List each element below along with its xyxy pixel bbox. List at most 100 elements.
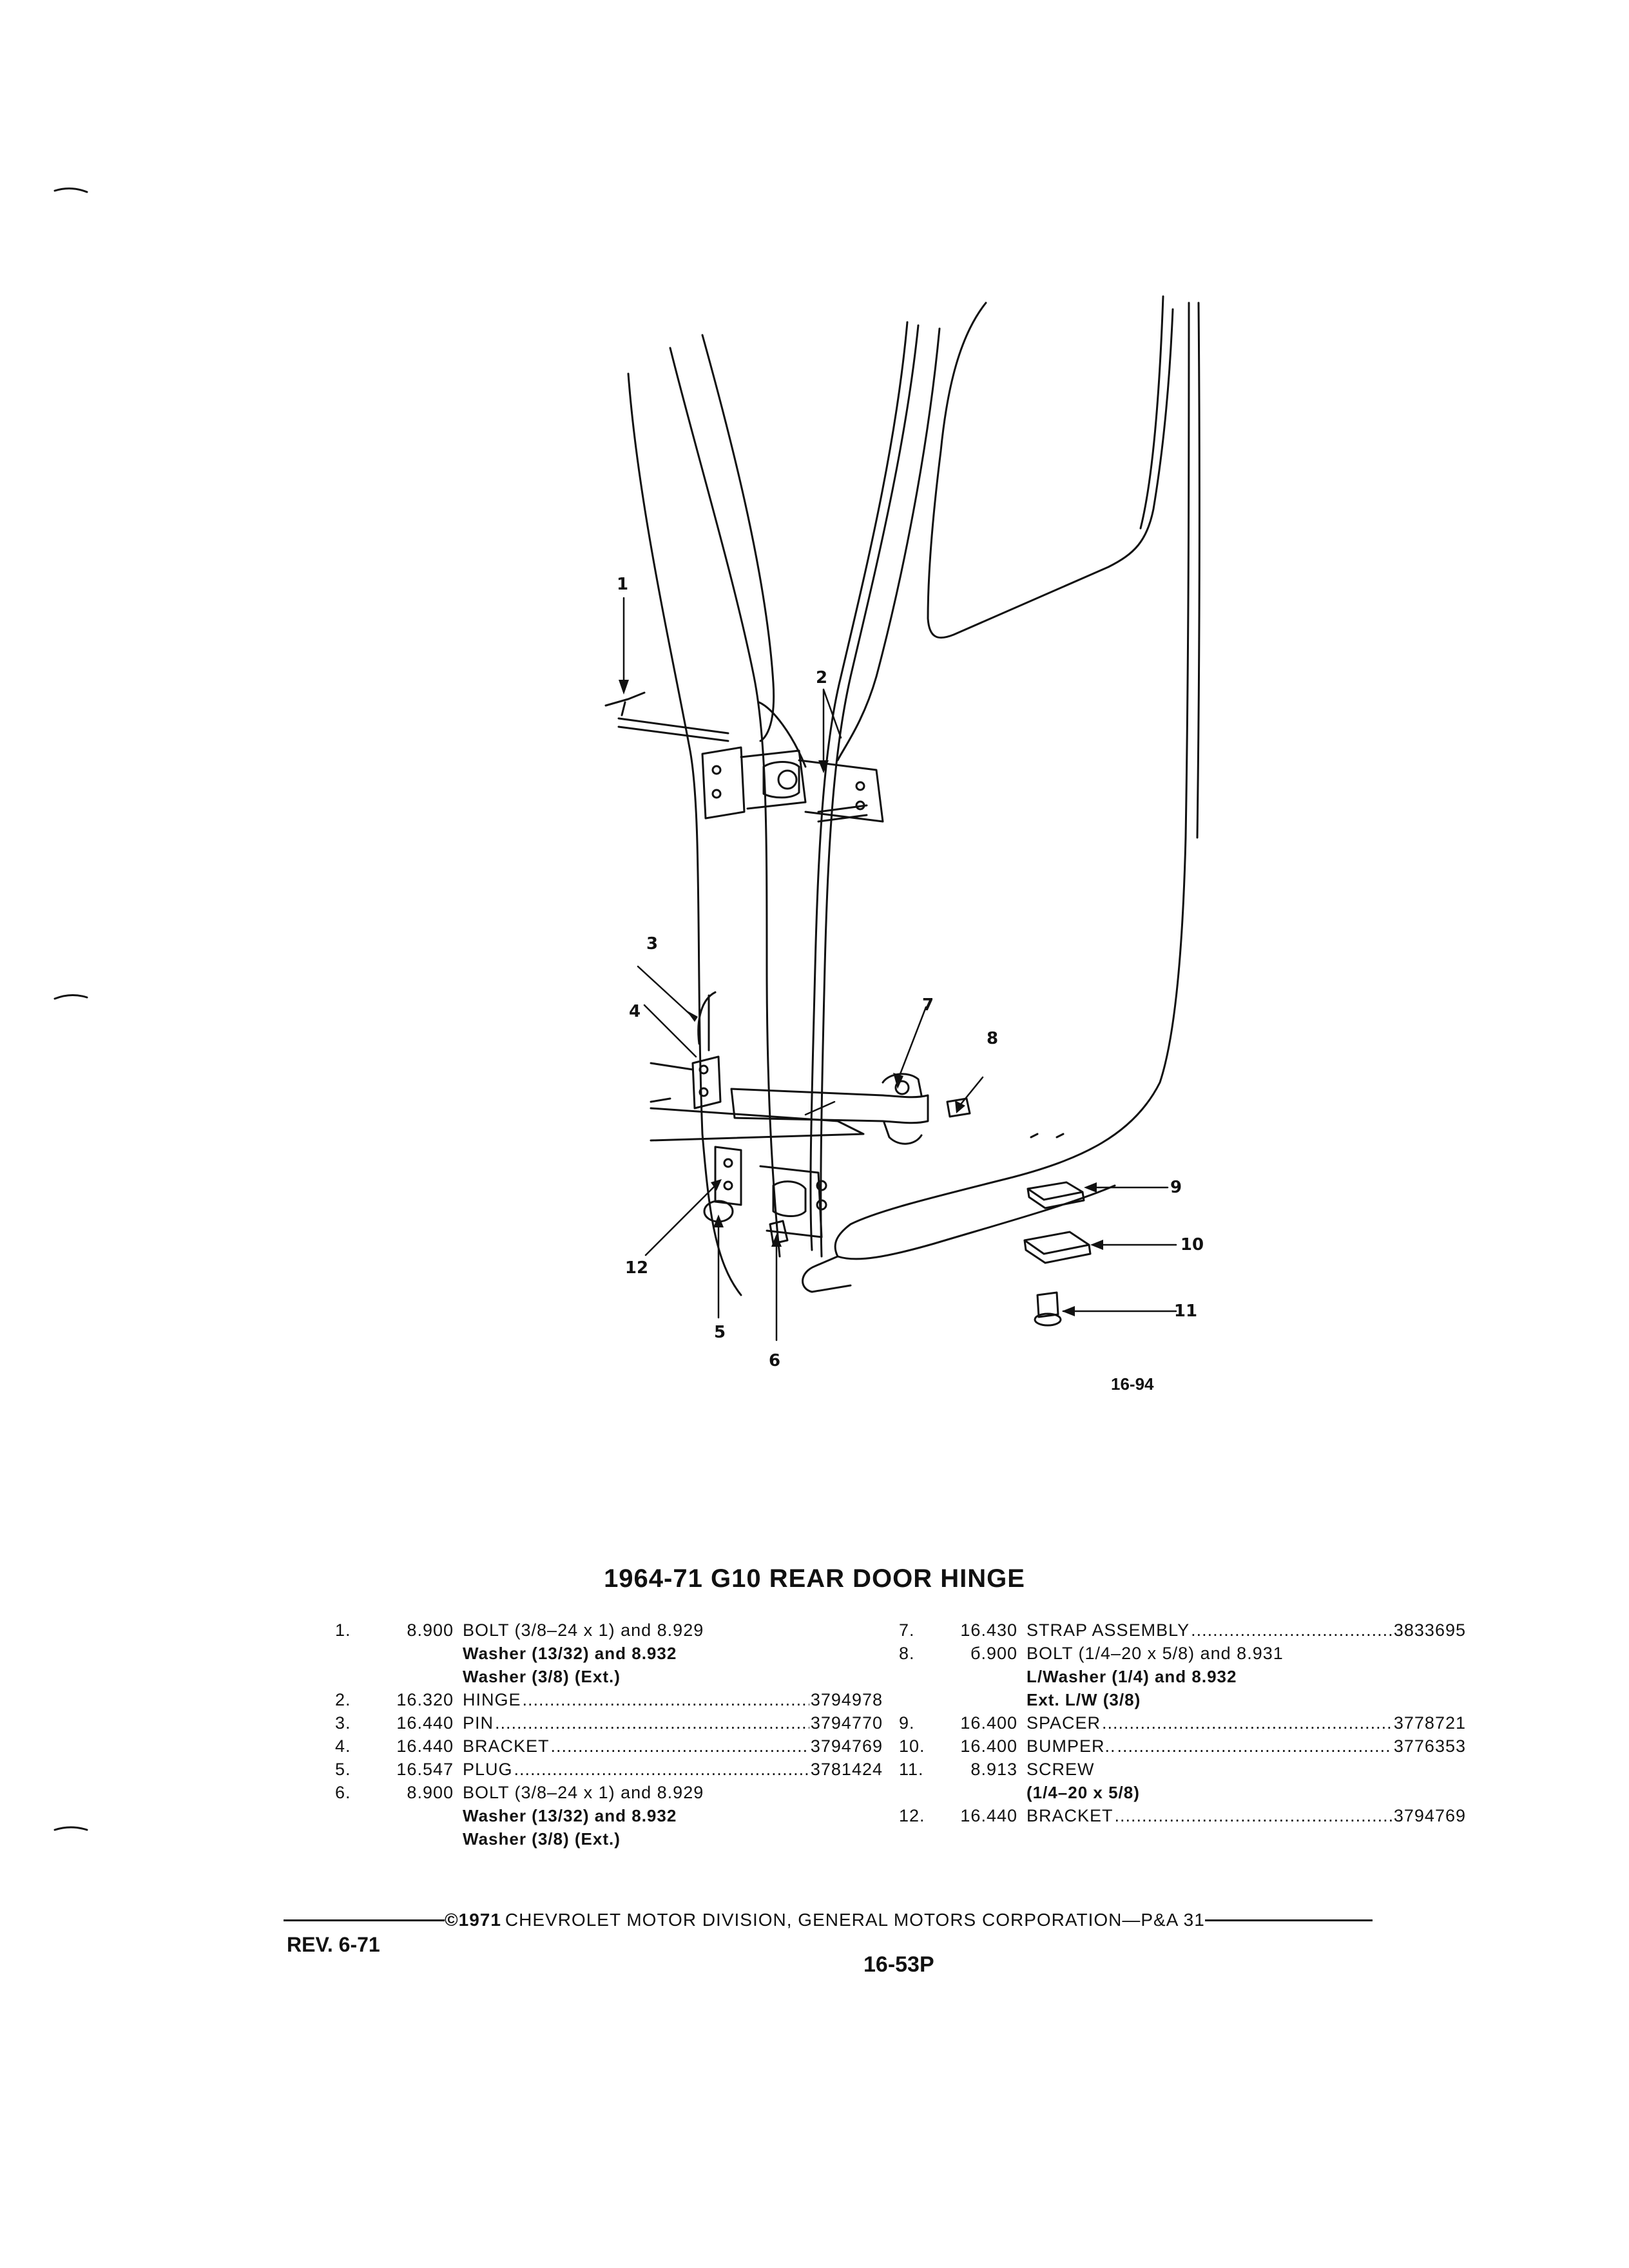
binder-mark	[53, 187, 88, 193]
parts-list-row: 10. 16.400 BUMPER.. 3776353	[899, 1735, 1466, 1758]
copyright-line: ©1971 CHEVROLET MOTOR DIVISION, GENERAL …	[284, 1910, 1508, 1930]
part-number: 3794978	[810, 1690, 883, 1709]
leader-dots	[514, 1758, 809, 1781]
part-description: HINGE	[463, 1690, 521, 1709]
callout-3: 3	[646, 934, 659, 954]
group-code: 16.440	[396, 1736, 454, 1756]
figure-code: 16-94	[1111, 1374, 1154, 1394]
callout-11: 11	[1173, 1302, 1198, 1321]
item-number: 5.	[335, 1760, 351, 1779]
part-number: 3833695	[1393, 1620, 1466, 1640]
item-number: 11.	[899, 1760, 924, 1779]
page-title: 1964-71 G10 REAR DOOR HINGE	[604, 1564, 1025, 1593]
parts-list-row: 4. 16.440 BRACKET 3794769	[335, 1735, 883, 1758]
part-description: PIN	[463, 1713, 494, 1733]
item-number: 6.	[335, 1783, 351, 1802]
group-code: 16.320	[396, 1690, 454, 1709]
group-code: 8.900	[407, 1783, 454, 1802]
part-description: STRAP ASSEMBLY	[1027, 1620, 1190, 1640]
callout-1: 1	[616, 575, 629, 594]
item-number: 10.	[899, 1736, 925, 1756]
callout-8: 8	[986, 1029, 999, 1048]
leader-dots	[1115, 1804, 1393, 1827]
group-code: 16.547	[396, 1760, 454, 1779]
callout-5: 5	[713, 1323, 726, 1342]
part-description: SCREW	[1027, 1760, 1095, 1779]
item-number: 9.	[899, 1713, 915, 1733]
part-description: BRACKET	[1027, 1806, 1113, 1825]
footer-rule	[284, 1919, 445, 1921]
item-number: 7.	[899, 1620, 915, 1640]
leader-dots	[551, 1735, 809, 1758]
leader-dots	[523, 1688, 809, 1711]
lower-hinge	[650, 991, 971, 1245]
parts-list-row: 8. б.900 BOLT (1/4–20 x 5/8) and 8.931	[899, 1642, 1466, 1665]
page-number: 16-53P	[863, 1952, 934, 1977]
group-code: 16.400	[960, 1736, 1017, 1756]
callout-7: 7	[921, 995, 934, 1015]
group-code: б.900	[970, 1644, 1017, 1663]
item-number: 2.	[335, 1690, 351, 1709]
parts-list-row: 6. 8.900 BOLT (3/8–24 x 1) and 8.929	[335, 1781, 883, 1804]
part-number: 3776353	[1393, 1736, 1466, 1756]
part-description: PLUG	[463, 1760, 513, 1779]
part-description: BOLT (1/4–20 x 5/8) and 8.931	[1027, 1644, 1284, 1663]
footer-rule	[1204, 1919, 1373, 1921]
item-number: 12.	[899, 1806, 925, 1825]
leader-dots	[1191, 1619, 1393, 1642]
part-sub-description: Washer (3/8) (Ext.)	[463, 1829, 621, 1849]
callout-12: 12	[624, 1258, 649, 1278]
part-number: 3794769	[1393, 1806, 1466, 1825]
leader-dots	[1117, 1735, 1393, 1758]
copyright-mark: ©1971	[445, 1910, 501, 1930]
parts-list-row: 3. 16.440 PIN 3794770	[335, 1711, 883, 1735]
part-number: 3794770	[810, 1713, 883, 1733]
revision-label: REV. 6-71	[287, 1933, 380, 1956]
part-sub-description: Ext. L/W (3/8)	[1027, 1690, 1141, 1709]
copyright-text: CHEVROLET MOTOR DIVISION, GENERAL MOTORS…	[505, 1910, 1205, 1930]
part-description: BOLT (3/8–24 x 1) and 8.929	[463, 1783, 704, 1802]
parts-list-row: 7. 16.430 STRAP ASSEMBLY 3833695	[899, 1619, 1466, 1642]
parts-list-row: 12. 16.440 BRACKET 3794769	[899, 1804, 1466, 1827]
part-description: BUMPER..	[1027, 1736, 1116, 1756]
parts-list-row: 9. 16.400 SPACER 3778721	[899, 1711, 1466, 1735]
parts-list-row: 5. 16.547 PLUG 3781424	[335, 1758, 883, 1781]
callout-9: 9	[1170, 1178, 1182, 1197]
group-code: 8.900	[407, 1620, 454, 1640]
arrowheads	[619, 680, 1103, 1316]
part-number: 3781424	[810, 1760, 883, 1779]
door-frame-outline	[627, 295, 1200, 1296]
part-sub-description: Washer (13/32) and 8.932	[463, 1644, 677, 1663]
binder-mark	[53, 1826, 88, 1831]
item-number: 3.	[335, 1713, 351, 1733]
callout-2: 2	[815, 668, 828, 687]
part-number: 3794769	[810, 1736, 883, 1756]
part-sub-description: Washer (13/32) and 8.932	[463, 1806, 677, 1825]
callout-4: 4	[628, 1002, 641, 1021]
part-description: BOLT (3/8–24 x 1) and 8.929	[463, 1620, 704, 1640]
parts-list-right: 7. 16.430 STRAP ASSEMBLY 3833695 8. б.900 BOLT…	[899, 1619, 1466, 1827]
group-code: 16.440	[960, 1806, 1017, 1825]
part-sub-description: L/Washer (1/4) and 8.932	[1027, 1667, 1237, 1686]
item-number: 8.	[899, 1644, 915, 1663]
parts-list-row: 2. 16.320 HINGE 3794978	[335, 1688, 883, 1711]
part-description: SPACER	[1027, 1713, 1101, 1733]
part-sub-description: (1/4–20 x 5/8)	[1027, 1783, 1140, 1802]
binder-mark	[53, 994, 88, 1000]
upper-hinge	[604, 691, 884, 823]
item-number: 4.	[335, 1736, 351, 1756]
callout-6: 6	[768, 1351, 781, 1370]
callout-10: 10	[1180, 1235, 1204, 1254]
group-code: 8.913	[970, 1760, 1017, 1779]
parts-list-row: 11. 8.913 SCREW	[899, 1758, 1466, 1781]
group-code: 16.430	[960, 1620, 1017, 1640]
leader-lines	[622, 597, 1177, 1341]
part-description: BRACKET	[463, 1736, 550, 1756]
part-number: 3778721	[1393, 1713, 1466, 1733]
leader-dots	[495, 1711, 809, 1735]
group-code: 16.400	[960, 1713, 1017, 1733]
group-code: 16.440	[396, 1713, 454, 1733]
